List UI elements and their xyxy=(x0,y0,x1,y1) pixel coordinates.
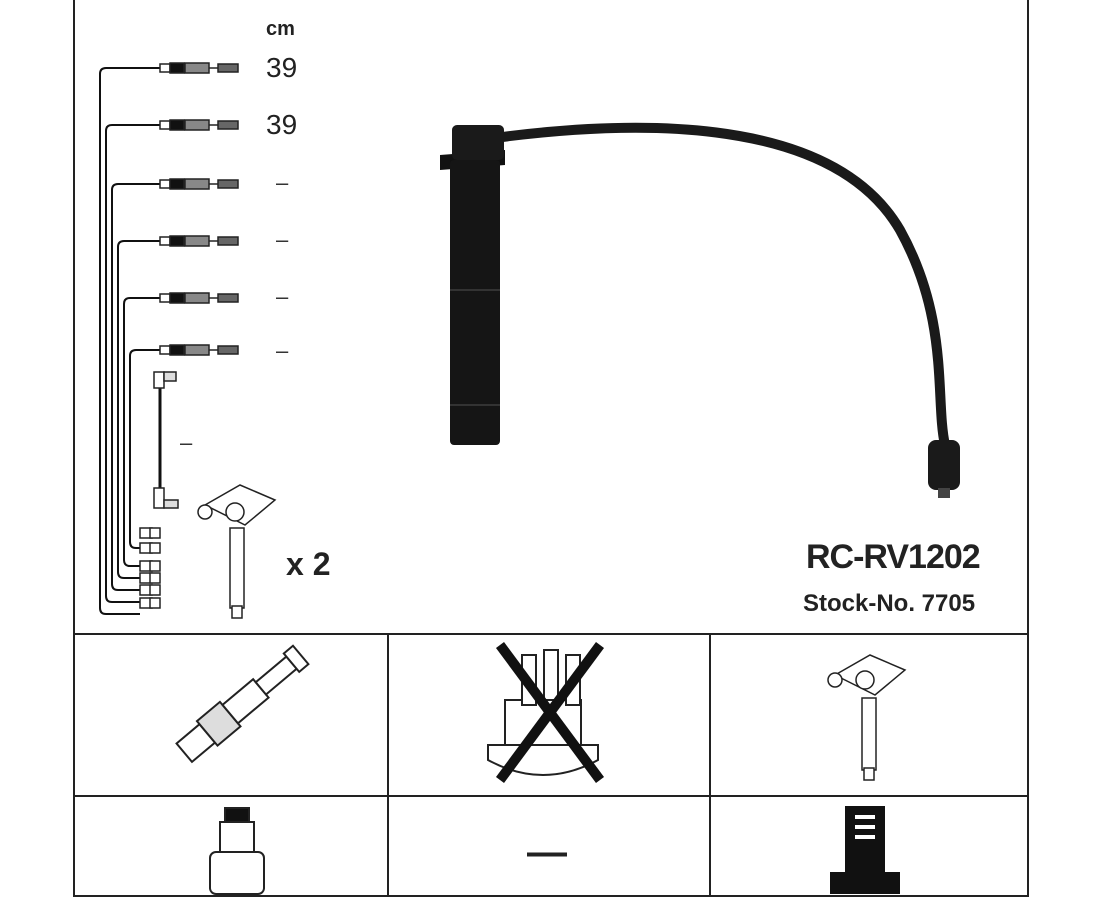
spark-plug-icon xyxy=(175,644,310,764)
diagram-frame xyxy=(73,0,1029,897)
cable-length-3: – xyxy=(276,170,289,195)
ignition-cable-image xyxy=(440,122,960,498)
cable-length-1: 39 xyxy=(266,52,298,83)
cable-length-4: – xyxy=(276,227,289,252)
bottom-center-value: — xyxy=(527,830,567,874)
unit-label: cm xyxy=(266,18,295,40)
stock-number: Stock-No. 7705 xyxy=(803,590,976,617)
not-applicable-cross-icon xyxy=(495,642,605,783)
ignition-coil-icon xyxy=(197,484,277,619)
part-number: RC-RV1202 xyxy=(806,538,981,576)
cable-length-2: 39 xyxy=(266,109,298,140)
grid-lines xyxy=(73,633,1027,897)
cable-length-6: – xyxy=(276,338,289,363)
coil-connector-icon xyxy=(830,806,900,894)
coil-quantity: x 2 xyxy=(286,546,331,582)
cable-length-5: – xyxy=(276,284,289,309)
coil-cable-length: – xyxy=(180,430,193,455)
cable-schematic xyxy=(99,67,162,615)
connector-icons xyxy=(139,62,239,609)
spark-plug-boot-icon xyxy=(209,807,265,895)
ignition-coil-type-icon xyxy=(827,654,907,781)
